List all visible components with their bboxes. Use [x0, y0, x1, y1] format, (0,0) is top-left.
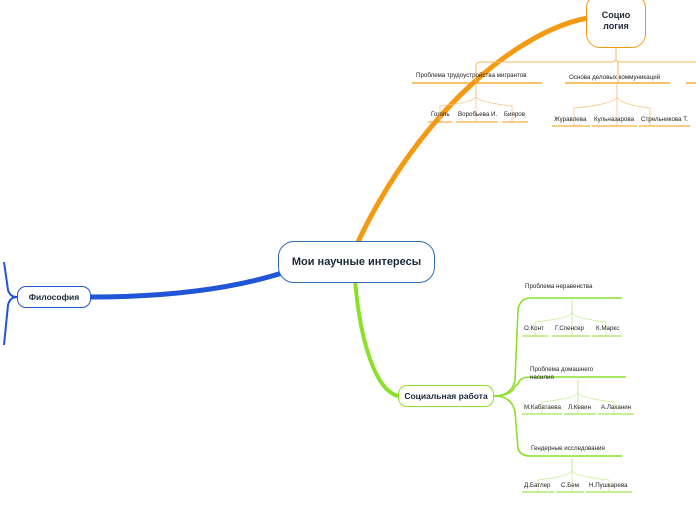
sw-person[interactable]: Д.Батлер	[524, 482, 551, 489]
sw-person[interactable]: О.Конт	[524, 325, 544, 332]
philosophy-label: Философия	[28, 292, 80, 302]
socio-person[interactable]: Бияров	[504, 111, 526, 118]
socio-person[interactable]: Воробьева И.	[458, 111, 498, 118]
sw-topic-1[interactable]: Проблема неравенства	[525, 283, 593, 290]
connector-philosophy	[87, 269, 288, 300]
sociology-node[interactable]: Социо логия	[586, 0, 646, 48]
sociology-label: Социо логия	[601, 10, 631, 31]
central-topic-node[interactable]: Мои научные интересы	[278, 241, 435, 283]
sw-person[interactable]: А.Лаханин	[601, 404, 632, 411]
socio-topic-1[interactable]: Проблема трудоустройства мигрантов	[416, 72, 527, 79]
sw-topic-3[interactable]: Гендерные исследования	[531, 445, 605, 452]
socio-person[interactable]: Гоголь	[431, 111, 450, 118]
connector-sw-topic-2	[493, 376, 626, 397]
connector-sociology	[354, 15, 591, 247]
connector-socio-topic-2	[615, 57, 696, 63]
socio-person[interactable]: Журавлева	[554, 116, 587, 123]
sw-person[interactable]: М.Кабатаева	[524, 404, 561, 411]
connector-social-work	[353, 278, 400, 398]
sw-topic-2[interactable]: Проблема домашнего насилия	[530, 366, 594, 381]
philosophy-node[interactable]: Философия	[17, 286, 91, 308]
connector-sw-topic-3	[493, 395, 622, 457]
socio-person[interactable]: Стрельникова Т.	[641, 116, 689, 123]
central-topic-label: Мои научные интересы	[291, 256, 422, 268]
social-work-node[interactable]: Социальная работа	[398, 385, 494, 407]
sw-person[interactable]: К.Маркс	[596, 325, 620, 332]
socio-person[interactable]: Кульназарова	[594, 116, 635, 123]
sw-person[interactable]: С.Бем	[561, 482, 579, 489]
sw-person[interactable]: Г.Спенсер	[555, 325, 584, 332]
sw-person[interactable]: Л.Кевин	[568, 404, 591, 411]
connector-philosophy-children	[3, 261, 18, 346]
social-work-label: Социальная работа	[404, 391, 488, 401]
socio-topic-2[interactable]: Основа деловых коммуникаций	[569, 74, 661, 81]
sw-person[interactable]: Н.Пушкарева	[589, 482, 628, 489]
